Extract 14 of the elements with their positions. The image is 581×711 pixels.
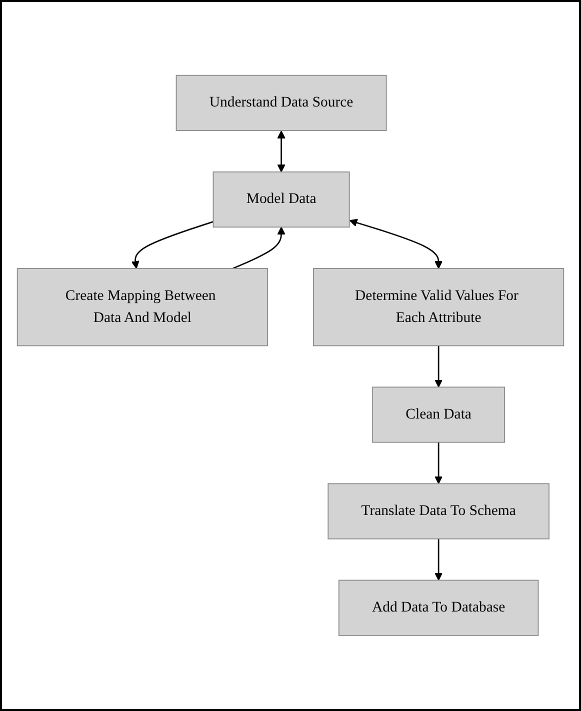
arrow [434, 346, 443, 388]
node-box: Create Mapping Between Data And Model [16, 268, 268, 346]
node-box: Model Data [212, 172, 350, 228]
node-box: Understand Data Source [176, 75, 387, 132]
node-box: Add Data To Database [338, 580, 539, 636]
arrow [434, 538, 443, 581]
arrow [232, 226, 286, 270]
arrow [349, 218, 443, 269]
node-box: Determine Valid Values For Each Attribute [313, 268, 564, 346]
node-box: Clean Data [372, 386, 506, 443]
node-box: Translate Data To Schema [328, 483, 550, 540]
arrow [131, 221, 214, 269]
arrow [434, 442, 443, 484]
arrow [277, 130, 286, 172]
